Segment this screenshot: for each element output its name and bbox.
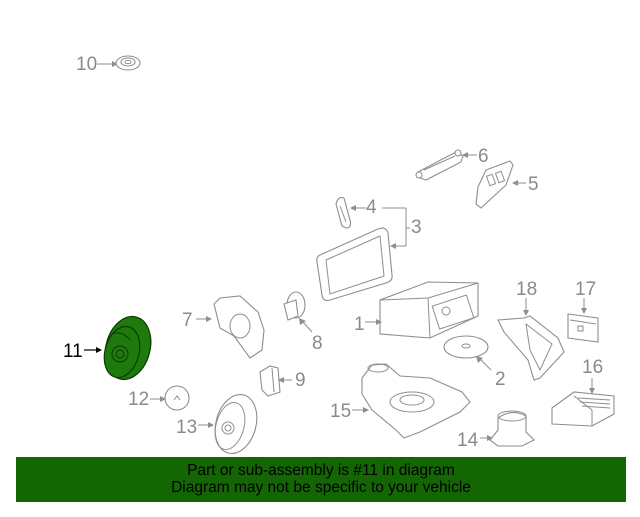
callout-10: 10 (76, 54, 98, 75)
part-4-trim-icon[interactable] (335, 197, 366, 229)
callout-3-bracket (382, 207, 410, 249)
part-3-display-icon[interactable] (316, 227, 393, 301)
callout-18: 18 (516, 279, 538, 300)
part-17-module-icon[interactable] (567, 298, 599, 343)
part-2-disc-icon[interactable] (443, 335, 492, 371)
part-6-bracket-icon[interactable] (415, 149, 477, 181)
part-7-housing-icon[interactable] (196, 295, 265, 359)
callout-9: 9 (295, 370, 306, 391)
part-15-enclosure-icon[interactable] (352, 363, 471, 439)
callout-15: 15 (330, 401, 352, 422)
callout-11: 11 (63, 341, 83, 362)
part-8-cap-icon[interactable] (283, 291, 313, 333)
part-10-tweeter-icon[interactable] (97, 55, 141, 71)
callout-1: 1 (354, 314, 365, 335)
callout-14: 14 (457, 430, 479, 451)
callout-4: 4 (366, 197, 377, 218)
callout-2: 2 (495, 369, 506, 390)
banner-part-reference: Part or sub-assembly is #11 in diagram (187, 462, 455, 479)
callout-16: 16 (582, 357, 604, 378)
callout-8: 8 (312, 333, 323, 354)
callout-7: 7 (182, 310, 193, 331)
part-13-speaker-icon[interactable] (198, 390, 263, 458)
callout-17: 17 (575, 279, 597, 300)
part-1-head-unit-icon[interactable] (365, 281, 479, 339)
callout-13: 13 (176, 417, 198, 438)
callout-3: 3 (411, 217, 422, 238)
part-18-frame-icon[interactable] (497, 298, 565, 381)
banner-disclaimer: Diagram may not be specific to your vehi… (171, 479, 471, 496)
part-5-switch-panel-icon[interactable] (475, 160, 526, 209)
part-16-amplifier-icon[interactable] (551, 378, 615, 427)
part-11-speaker-highlighted-icon[interactable] (84, 311, 158, 384)
callout-5: 5 (528, 174, 539, 195)
part-info-banner: Part or sub-assembly is #11 in diagram D… (16, 457, 626, 502)
part-14-housing-icon[interactable] (480, 410, 535, 447)
part-12-grommet-icon[interactable] (150, 385, 190, 411)
callout-6: 6 (478, 146, 489, 167)
callout-12: 12 (128, 389, 150, 410)
part-9-clip-icon[interactable] (259, 365, 292, 397)
